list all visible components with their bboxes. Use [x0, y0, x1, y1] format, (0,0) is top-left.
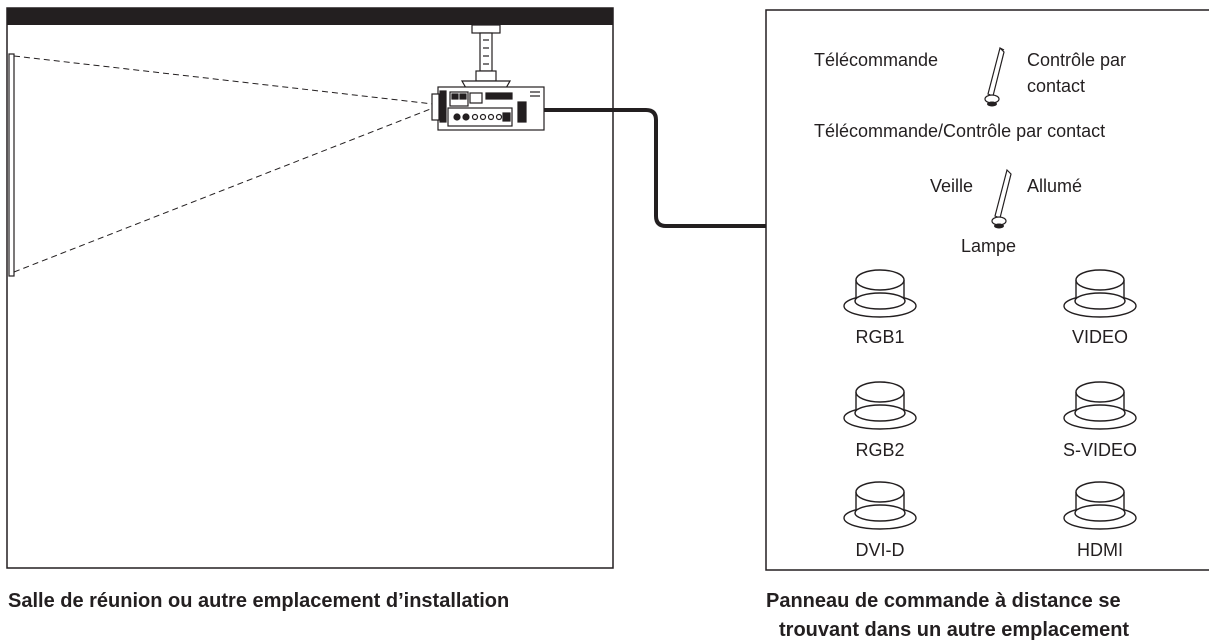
switch2-left-label: Veille: [930, 176, 973, 196]
installation-room: Salle de réunion ou autre emplacement d’…: [6, 7, 766, 612]
switch1-right-label-1: Contrôle par: [1027, 50, 1126, 70]
panel-caption-line1: Panneau de commande à distance se: [766, 590, 1121, 612]
video-label: VIDEO: [1072, 327, 1128, 347]
control-cable: [544, 108, 766, 228]
panel-caption-line2: trouvant dans un autre emplacement: [779, 619, 1129, 641]
switch2-right-label: Allumé: [1027, 176, 1082, 196]
hdmi-label: HDMI: [1077, 540, 1123, 560]
ceiling: [7, 8, 613, 25]
switch1-title: Télécommande/Contrôle par contact: [814, 121, 1105, 141]
video-button[interactable]: VIDEO: [1063, 269, 1137, 347]
remote-control-panel: Télécommande Contrôle par contact Téléco…: [765, 9, 1209, 641]
switch2-title: Lampe: [961, 236, 1016, 256]
lamp-switch[interactable]: [991, 168, 1012, 229]
projector: [431, 86, 545, 131]
room-caption: Salle de réunion ou autre emplacement d’…: [8, 590, 509, 612]
s-video-button[interactable]: S-VIDEO: [1063, 381, 1137, 460]
rgb1-button[interactable]: RGB1: [843, 269, 917, 347]
hdmi-button[interactable]: HDMI: [1063, 481, 1137, 560]
switch1-right-label-2: contact: [1027, 76, 1085, 96]
rgb1-label: RGB1: [855, 327, 904, 347]
s-video-label: S-VIDEO: [1063, 440, 1137, 460]
rgb2-label: RGB2: [855, 440, 904, 460]
projection-beam: [13, 55, 434, 273]
dvi-d-button[interactable]: DVI-D: [843, 481, 917, 560]
dvi-d-label: DVI-D: [856, 540, 905, 560]
switch1-left-label: Télécommande: [814, 50, 938, 70]
ceiling-mount: [460, 24, 512, 89]
rgb2-button[interactable]: RGB2: [843, 381, 917, 460]
projection-screen: [8, 53, 15, 277]
remote-contact-switch[interactable]: [984, 46, 1005, 107]
